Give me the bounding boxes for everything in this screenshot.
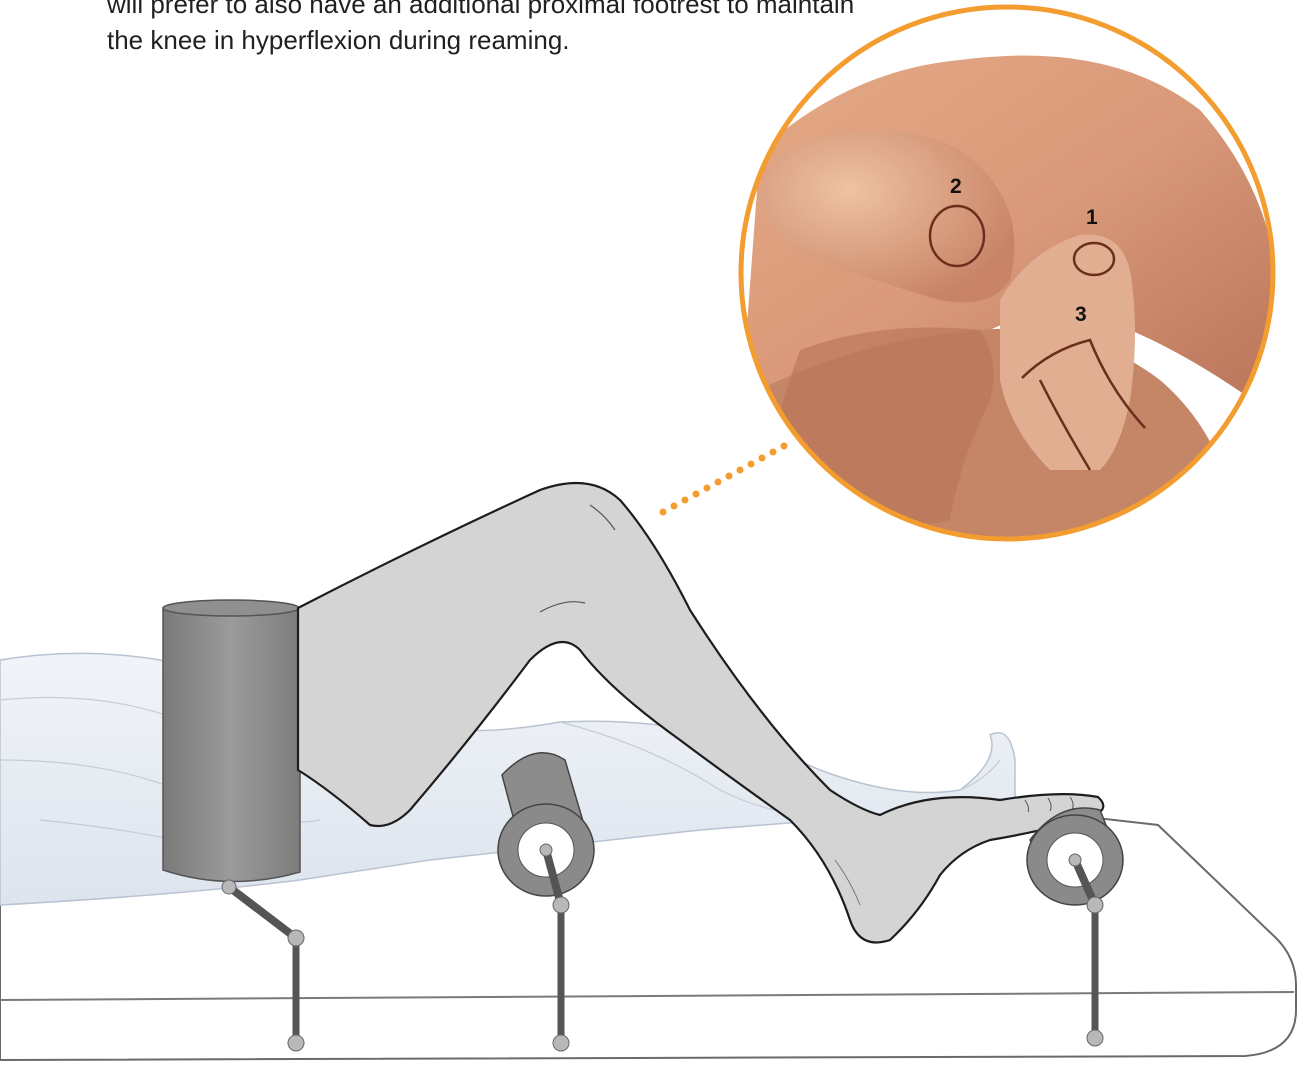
portal-label-3: 3 (1075, 303, 1087, 326)
distal-footrest (1027, 808, 1123, 1046)
flexed-leg (298, 483, 1103, 943)
portal-label-1: 1 (1086, 206, 1098, 229)
lateral-thigh-post (163, 600, 304, 1051)
magnified-knee-inset: 2 1 3 (740, 5, 1280, 545)
callout-dotted-line (660, 443, 788, 516)
portal-label-2: 2 (950, 175, 962, 198)
